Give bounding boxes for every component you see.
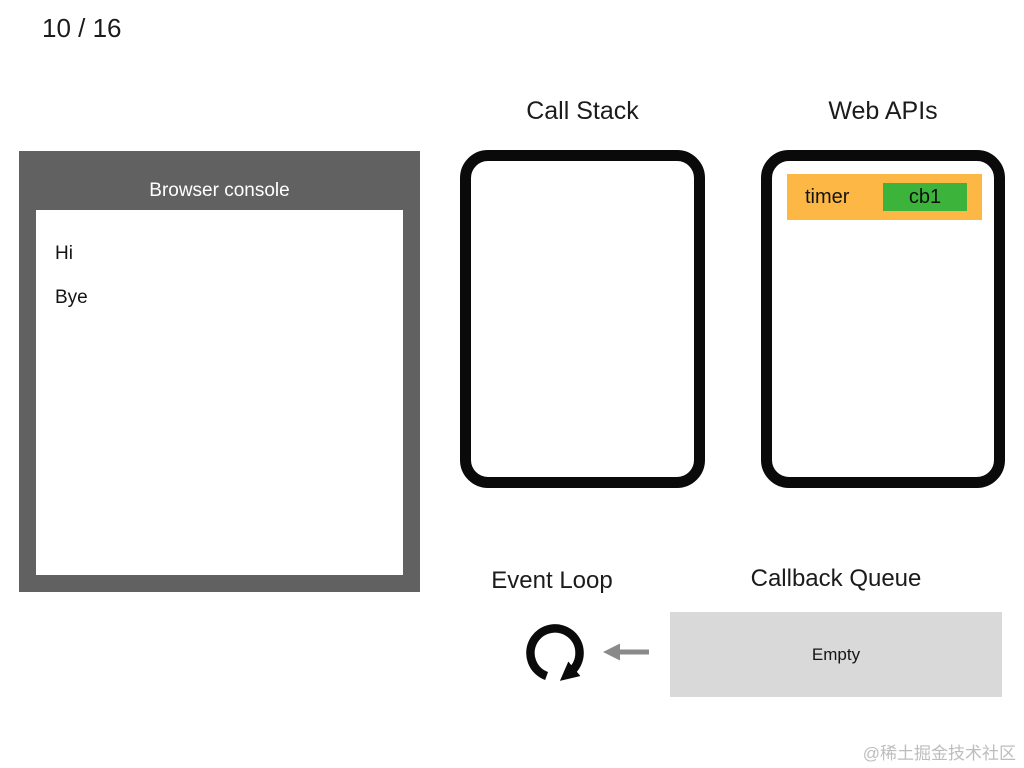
callback-queue-status: Empty [811,644,861,664]
browser-console-output: Hi Bye [36,210,403,575]
event-loop-title: Event Loop [491,567,613,594]
left-arrow-icon [603,643,649,661]
browser-console-title: Browser console [149,180,290,201]
web-api-timer-item: timer cb1 [787,174,982,220]
call-stack-title: Call Stack [526,97,639,125]
console-log-line: Hi [55,243,73,264]
callback-queue-box: Empty [670,612,1002,697]
call-stack-box [460,150,705,488]
slide-page-counter: 10 / 16 [42,13,122,43]
timer-label: timer [805,185,850,208]
console-log-line: Bye [55,287,88,308]
callback-queue-title: Callback Queue [750,565,922,592]
watermark: @稀土掘金技术社区 [862,744,1016,763]
browser-console-panel: Browser console Hi Bye [19,151,420,592]
callback-chip: cb1 [883,183,967,211]
web-apis-title: Web APIs [828,97,938,125]
clockwise-loop-arrow-icon [526,624,584,681]
